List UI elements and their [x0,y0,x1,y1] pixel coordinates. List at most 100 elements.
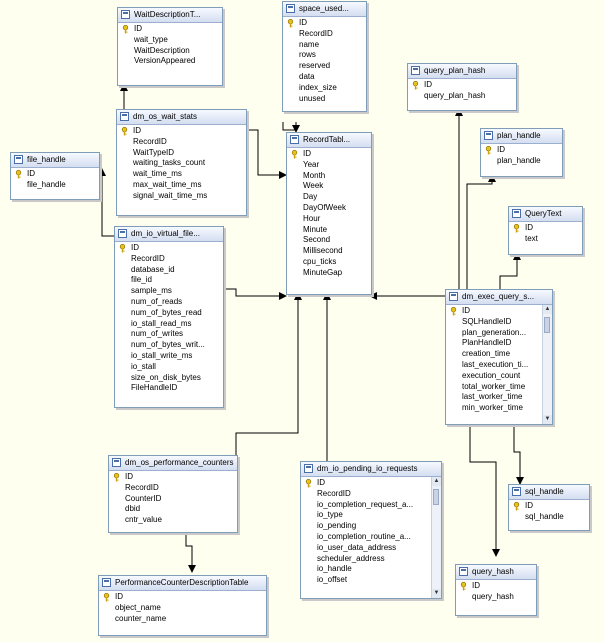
scroll-down-icon[interactable]: ▼ [432,589,441,598]
column-row[interactable]: scheduler_address [301,554,431,565]
column-row[interactable]: ID [408,80,516,91]
column-row[interactable]: cpu_ticks [287,257,371,268]
column-row[interactable]: counter_name [99,614,266,625]
column-row[interactable]: name [283,40,366,51]
column-row[interactable]: sample_ms [115,286,223,297]
column-row[interactable]: wait_type [118,35,222,46]
column-row[interactable]: num_of_writes [115,329,223,340]
column-row[interactable]: total_worker_time [446,382,542,393]
column-row[interactable]: file_id [115,275,223,286]
scrollbar[interactable]: ▲▼ [542,305,552,424]
column-row[interactable]: Millisecond [287,246,371,257]
column-row[interactable]: RecordID [115,254,223,265]
column-row[interactable]: wait_time_ms [117,169,246,180]
table-title[interactable]: file_handle [11,153,99,168]
table-title[interactable]: space_used... [283,2,366,17]
column-row[interactable]: io_handle [301,564,431,575]
column-row[interactable]: ID [283,18,366,29]
column-row[interactable]: FileHandleID [115,383,223,394]
table-title[interactable]: QueryText [509,207,582,222]
column-row[interactable]: query_plan_hash [408,91,516,102]
column-row[interactable]: Month [287,171,371,182]
table-title[interactable]: dm_io_pending_io_requests [301,462,441,477]
table-title[interactable]: query_plan_hash [408,64,516,79]
column-row[interactable]: io_stall_write_ms [115,351,223,362]
column-row[interactable]: ID [456,581,536,592]
scroll-thumb[interactable] [433,489,439,505]
column-row[interactable]: rows [283,50,366,61]
column-row[interactable]: DayOfWeek [287,203,371,214]
scrollbar[interactable]: ▲▼ [431,477,441,598]
column-row[interactable]: ID [301,478,431,489]
column-row[interactable]: ID [109,472,237,483]
column-row[interactable]: io_type [301,510,431,521]
column-row[interactable]: Minute [287,225,371,236]
column-row[interactable]: reserved [283,61,366,72]
column-row[interactable]: Second [287,235,371,246]
column-row[interactable]: VersionAppeared [118,56,222,67]
column-row[interactable]: max_wait_time_ms [117,180,246,191]
column-row[interactable]: last_execution_ti... [446,360,542,371]
column-row[interactable]: database_id [115,265,223,276]
column-row[interactable]: Day [287,192,371,203]
column-row[interactable]: num_of_reads [115,297,223,308]
scroll-thumb[interactable] [544,317,550,333]
column-row[interactable]: RecordID [301,489,431,500]
column-row[interactable]: Hour [287,214,371,225]
column-row[interactable]: signal_wait_time_ms [117,191,246,202]
table-title[interactable]: plan_handle [481,129,562,144]
column-row[interactable]: RecordID [117,137,246,148]
column-row[interactable]: plan_handle [481,156,562,167]
table-title[interactable]: RecordTabl... [287,133,371,148]
column-row[interactable]: ID [11,169,99,180]
table-title[interactable]: WaitDescriptionT... [118,8,222,23]
column-row[interactable]: plan_generation... [446,328,542,339]
column-row[interactable]: PlanHandleID [446,338,542,349]
table-title[interactable]: dm_os_wait_stats [117,110,246,125]
table-title[interactable]: dm_os_performance_counters [109,456,237,471]
column-row[interactable]: data [283,72,366,83]
column-row[interactable]: MinuteGap [287,268,371,279]
column-row[interactable]: WaitDescription [118,46,222,57]
column-row[interactable]: object_name [99,603,266,614]
column-row[interactable]: file_handle [11,180,99,191]
column-row[interactable]: ID [117,126,246,137]
column-row[interactable]: execution_count [446,371,542,382]
table-title[interactable]: dm_io_virtual_file... [115,227,223,242]
column-row[interactable]: io_completion_request_a... [301,500,431,511]
column-row[interactable]: RecordID [109,483,237,494]
column-row[interactable]: cntr_value [109,515,237,526]
column-row[interactable]: ID [287,149,371,160]
table-title[interactable]: query_hash [456,565,536,580]
column-row[interactable]: num_of_bytes_writ... [115,340,223,351]
column-row[interactable]: query_hash [456,592,536,603]
column-row[interactable]: ID [118,24,222,35]
column-row[interactable]: waiting_tasks_count [117,158,246,169]
column-row[interactable]: Year [287,160,371,171]
column-row[interactable]: ID [115,243,223,254]
column-row[interactable]: ID [99,592,266,603]
column-row[interactable]: io_completion_routine_a... [301,532,431,543]
table-title[interactable]: dm_exec_query_s... [446,290,552,305]
column-row[interactable]: WaitTypeID [117,148,246,159]
column-row[interactable]: io_user_data_address [301,543,431,554]
column-row[interactable]: RecordID [283,29,366,40]
column-row[interactable]: io_stall_read_ms [115,319,223,330]
column-row[interactable]: size_on_disk_bytes [115,373,223,384]
column-row[interactable]: ID [446,306,542,317]
column-row[interactable]: last_worker_time [446,392,542,403]
column-row[interactable]: text [509,234,582,245]
column-row[interactable]: ID [481,145,562,156]
